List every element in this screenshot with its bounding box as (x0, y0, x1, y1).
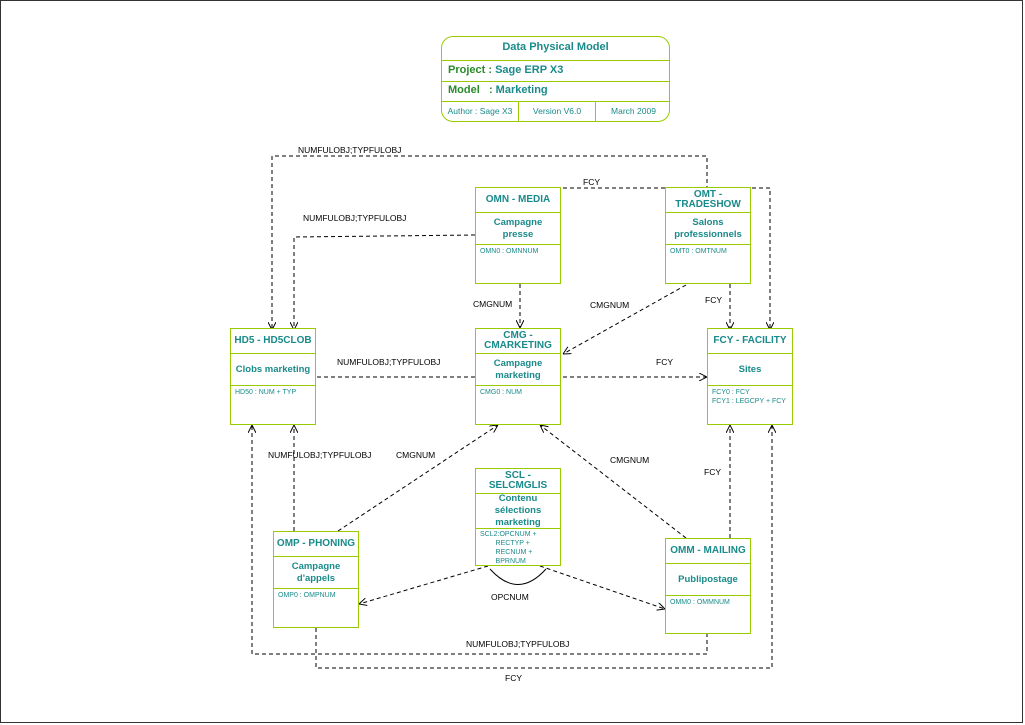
title-block: Data Physical Model Project : Sage ERP X… (441, 36, 670, 122)
label-fcy-cmg: FCY (656, 357, 673, 367)
label-fcy-mailing: FCY (704, 467, 721, 477)
entity-header: CMG - CMARKETING (476, 329, 560, 354)
entity-name: Sites (708, 354, 792, 386)
label-numfulobj-top: NUMFULOBJ;TYPFULOBJ (298, 145, 402, 155)
project-line: Project : Sage ERP X3 (448, 64, 563, 76)
entity-name: Campagne presse (476, 213, 560, 245)
rel-numfulobj-bottom (252, 425, 708, 655)
label-cmgnum-tradeshow: CMGNUM (590, 300, 630, 310)
title-row: Data Physical Model (442, 37, 669, 61)
model-value: Marketing (495, 84, 548, 96)
date-cell: March 2009 (611, 106, 656, 116)
model-label: Model : (448, 84, 493, 96)
entity-name: Salons professionnels (666, 213, 750, 245)
label-cmgnum-mailing: CMGNUM (610, 455, 650, 465)
entity-header: OMT - TRADESHOW (666, 188, 750, 213)
entity-omt-tradeshow[interactable]: OMT - TRADESHOW Salons professionnels OM… (665, 187, 751, 284)
version-cell: Version V6.0 (519, 101, 596, 121)
diagram-title: Data Physical Model (502, 41, 609, 53)
entity-cmg-cmarketing[interactable]: CMG - CMARKETING Campagne marketing CMG0… (475, 328, 561, 425)
entity-omm-mailing[interactable]: OMM - MAILING Publipostage OMM0 : OMMNUM (665, 538, 751, 634)
author-cell: Author : Sage X3 (442, 101, 519, 121)
entity-header: OMP - PHONING (274, 532, 358, 557)
rel-cmgnum-tradeshow (563, 284, 687, 354)
entity-header: OMN - MEDIA (476, 188, 560, 213)
project-value: Sage ERP X3 (495, 64, 564, 76)
rel-numfulobj-media (294, 234, 476, 330)
label-numfulobj-media: NUMFULOBJ;TYPFULOBJ (303, 213, 407, 223)
rel-opcnum-phoning (359, 565, 489, 604)
entity-header: SCL - SELCMGLIS (476, 469, 560, 494)
label-fcy-tradeshow: FCY (705, 295, 722, 305)
label-fcy-top: FCY (583, 177, 600, 187)
entity-name: Publipostage (666, 564, 750, 596)
entity-scl-selcmglis[interactable]: SCL - SELCMGLIS Contenu sélections marke… (475, 468, 561, 566)
meta-row: Author : Sage X3 Version V6.0 March 2009 (442, 101, 669, 121)
rel-fcy-bottom (315, 425, 772, 669)
entity-index: OMT0 : OMTNUM (670, 248, 727, 255)
project-row: Project : Sage ERP X3 (442, 60, 669, 82)
rel-opcnum-mailing (539, 565, 665, 609)
rel-cmgnum-phoning (337, 425, 498, 532)
entity-hd5-hd5clob[interactable]: HD5 - HD5CLOB Clobs marketing HD50 : NUM… (230, 328, 316, 425)
entity-index: HD50 : NUM + TYP (235, 389, 297, 396)
label-numfulobj-cmg: NUMFULOBJ;TYPFULOBJ (337, 357, 441, 367)
entity-header: HD5 - HD5CLOB (231, 329, 315, 354)
rel-cmgnum-mailing (540, 425, 687, 539)
entity-omn-media[interactable]: OMN - MEDIA Campagne presse OMN0 : OMNNU… (475, 187, 561, 284)
model-row: Model : Marketing (442, 81, 669, 102)
label-cmgnum-media: CMGNUM (473, 299, 513, 309)
entity-name: Clobs marketing (231, 354, 315, 386)
entity-header: FCY - FACILITY (708, 329, 792, 354)
entity-name: Contenu sélections marketing (476, 493, 560, 529)
entity-header: OMM - MAILING (666, 539, 750, 564)
opcnum-arc (489, 568, 547, 585)
entity-name: Campagne d'appels (274, 557, 358, 589)
entity-index: CMG0 : NUM (480, 389, 522, 396)
entity-index: OMN0 : OMNNUM (480, 248, 539, 255)
label-fcy-bottom: FCY (505, 673, 522, 683)
entity-fcy-facility[interactable]: FCY - FACILITY Sites FCY0 : FCY FCY1 : L… (707, 328, 793, 425)
label-opcnum: OPCNUM (491, 592, 529, 602)
entity-index: SCL2:OPCNUM + RECTYP + RECNUM + BPRNUM (480, 531, 537, 565)
entity-index: OMM0 : OMMNUM (670, 599, 730, 606)
entity-omp-phoning[interactable]: OMP - PHONING Campagne d'appels OMP0 : O… (273, 531, 359, 628)
rel-fcy-top (563, 187, 770, 330)
entity-index: FCY0 : FCY FCY1 : LEGCPY + FCY (712, 389, 786, 405)
label-numfulobj-bottom: NUMFULOBJ;TYPFULOBJ (466, 639, 570, 649)
model-line: Model : Marketing (448, 84, 548, 96)
project-label: Project : (448, 64, 493, 76)
label-cmgnum-phoning: CMGNUM (396, 450, 436, 460)
entity-name: Campagne marketing (476, 354, 560, 386)
entity-index: OMP0 : OMPNUM (278, 592, 336, 599)
rel-numfulobj-top (272, 155, 708, 330)
label-numfulobj-phoning: NUMFULOBJ;TYPFULOBJ (268, 450, 372, 460)
